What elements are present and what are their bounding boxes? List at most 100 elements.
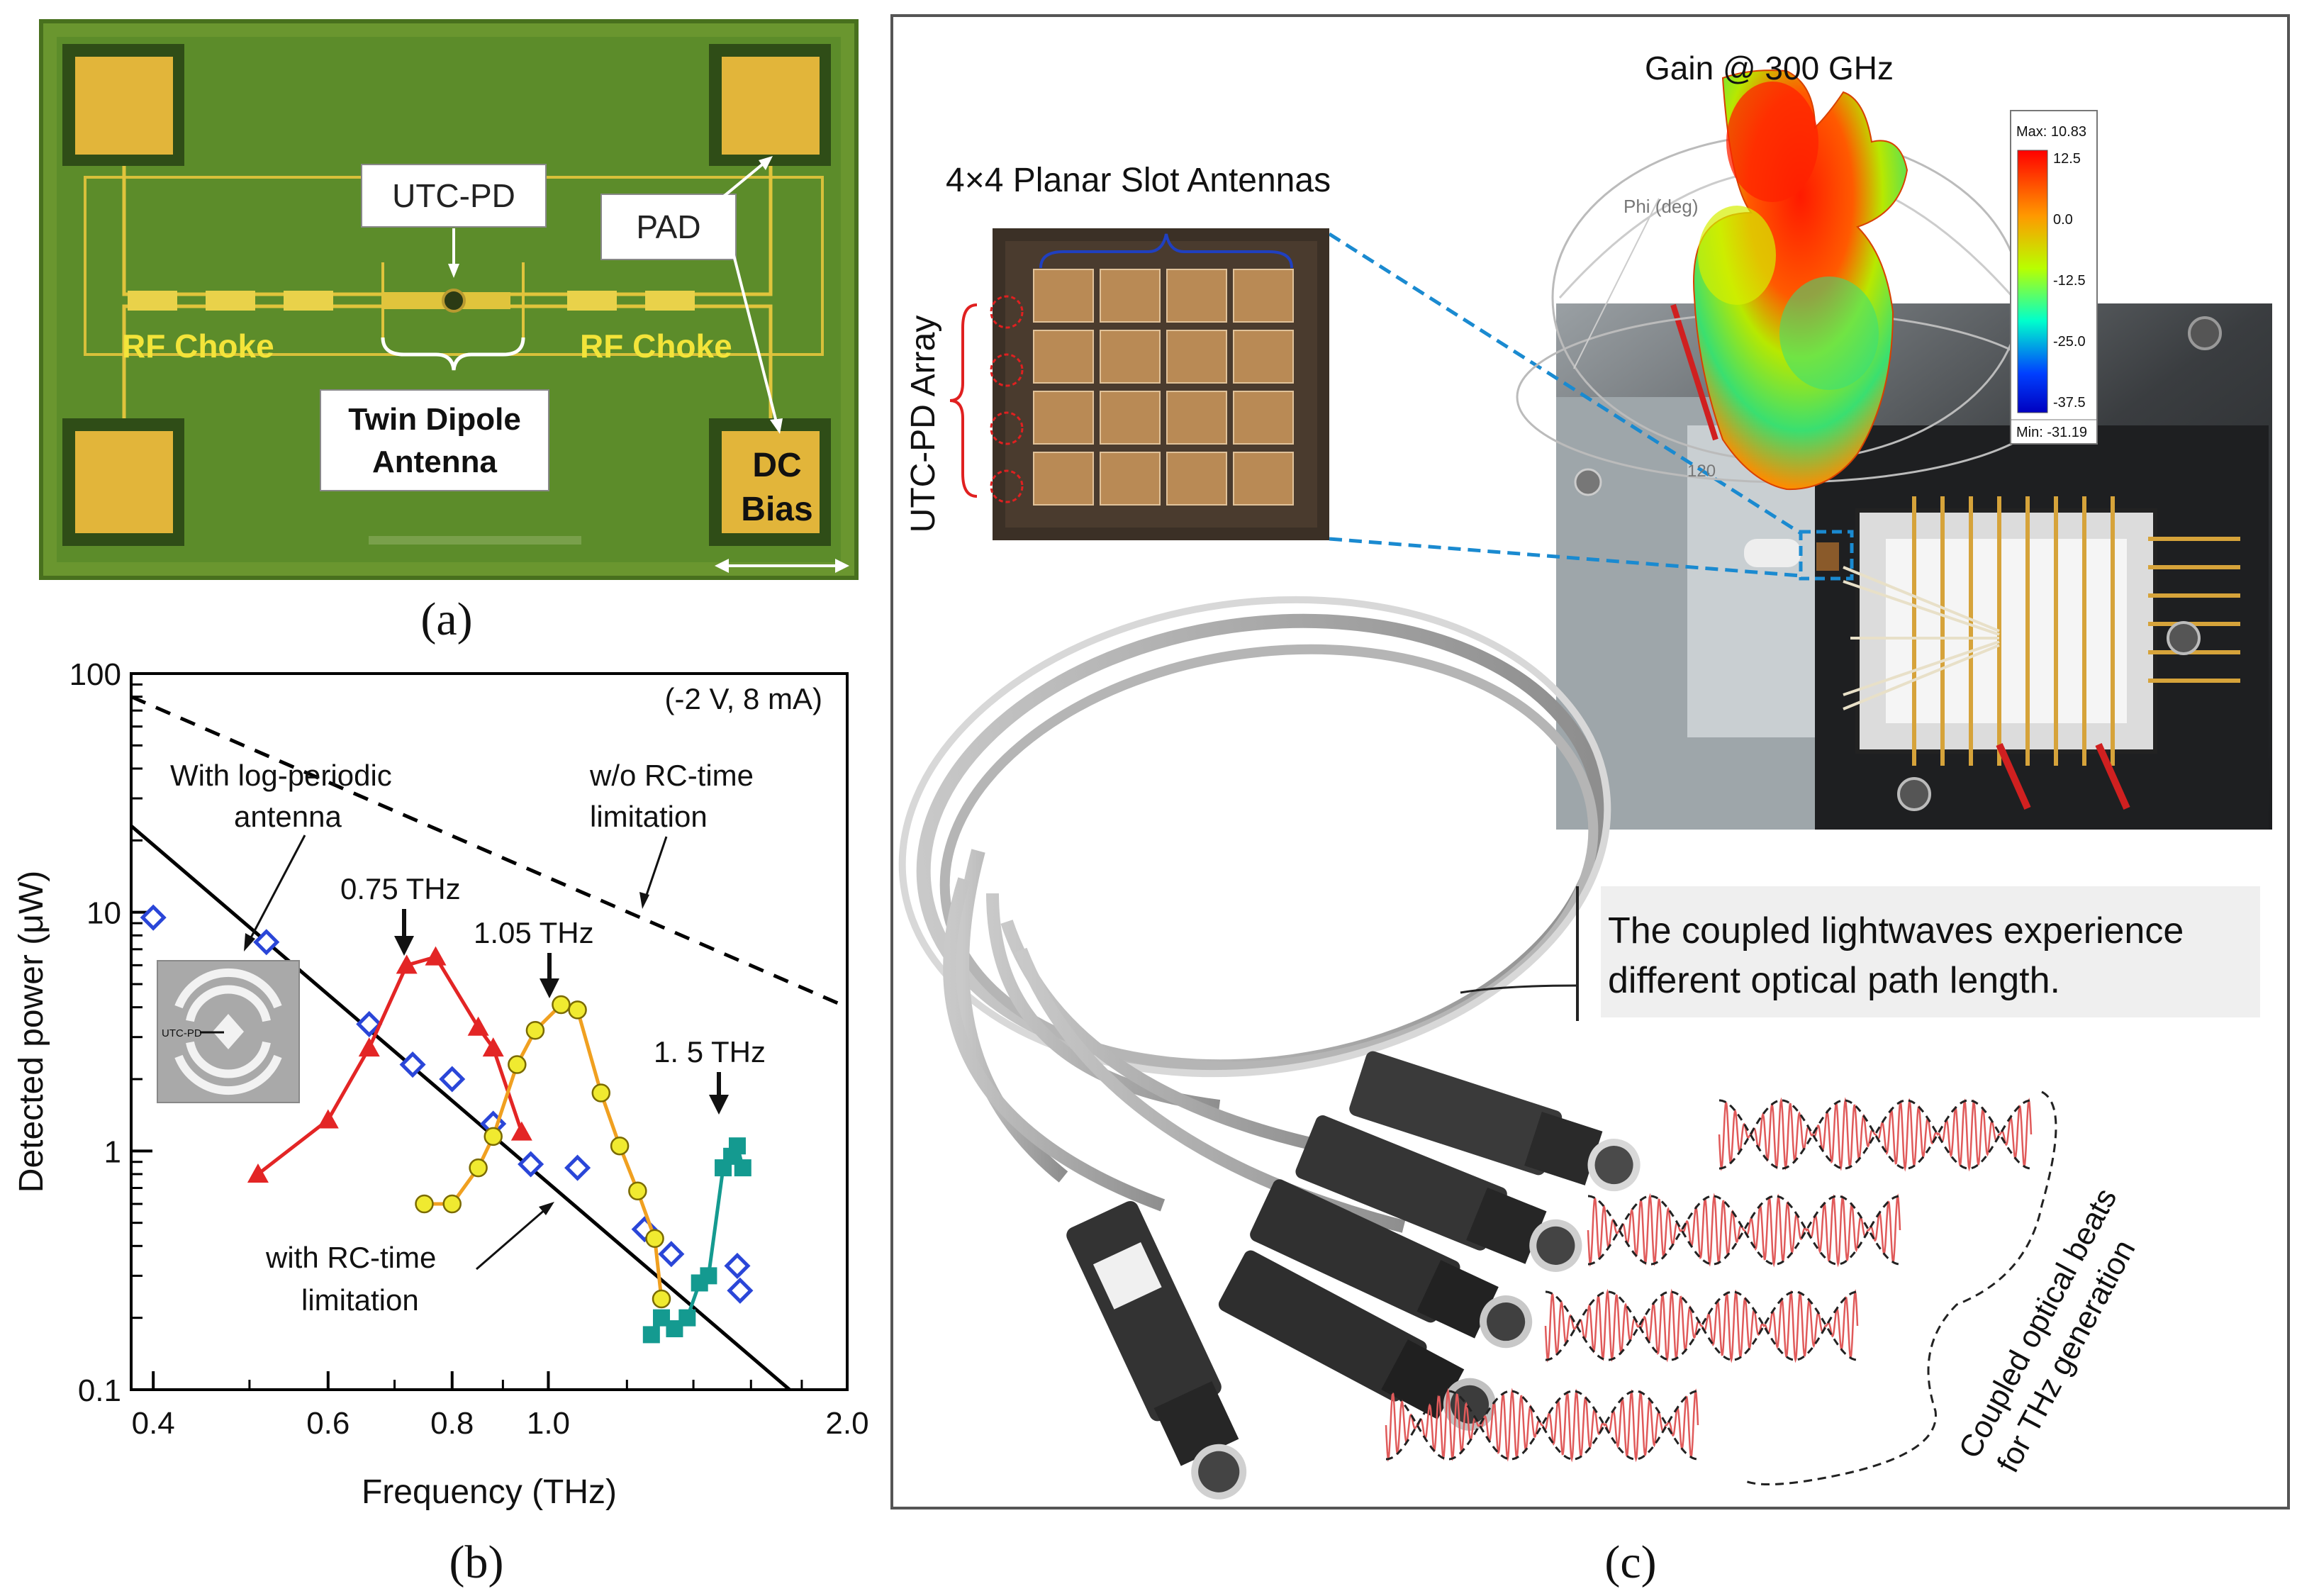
sc-fiber-connectors: [1066, 1051, 1641, 1500]
panel-b-label: (b): [449, 1536, 504, 1588]
data-point-circle: [508, 1055, 527, 1074]
y-tick-label: 100: [69, 657, 121, 692]
antenna-cell: [1233, 330, 1294, 384]
data-point-circle: [442, 1194, 462, 1214]
gain-radiation-pattern: Phi (deg) 10 120: [1516, 69, 2057, 491]
inset-utc-pd-label: UTC-PD: [162, 1027, 202, 1039]
bond-pad-top-right: [709, 44, 831, 166]
data-point-triangle: [425, 946, 447, 966]
label-rf-choke-right: RF Choke: [580, 328, 732, 364]
antenna-cell: [1033, 269, 1094, 323]
beat-carrier: [1718, 1097, 2033, 1172]
colorbar-tick-4: -25.0: [2053, 334, 2086, 350]
annot-0-75-thz: 0.75 THz: [340, 872, 461, 905]
optical-beat-waveforms: [1385, 1097, 2033, 1463]
x-tick-label: 0.6: [306, 1406, 350, 1441]
array-side-label: UTC-PD Array: [905, 316, 942, 533]
antenna-cell: [1233, 452, 1294, 506]
callout-antenna-line1: Twin Dipole: [348, 402, 521, 437]
data-point-circle: [628, 1181, 647, 1200]
gain-colorbar: Max: 10.83 12.5 0.0 -12.5 -25.0 -37.5 Mi…: [2010, 110, 2098, 445]
callout-box-utc-pd: [361, 164, 547, 228]
data-point-diamond: [399, 1051, 426, 1078]
colorbar-max: Max: 10.83: [2016, 124, 2086, 140]
data-point-triangle: [467, 1016, 489, 1036]
data-point-square: [728, 1137, 746, 1155]
annot-log-periodic-line2: antenna: [234, 800, 342, 833]
series-line: [130, 824, 791, 1391]
x-tick-label: 0.8: [430, 1406, 474, 1441]
antenna-cell: [1166, 452, 1227, 506]
data-point-diamond: [439, 1066, 466, 1093]
callout-utc-pd: UTC-PD: [392, 177, 515, 214]
y-tick-label: 1: [104, 1134, 121, 1169]
data-point-circle: [415, 1194, 434, 1214]
data-point-square: [678, 1309, 696, 1327]
gain-title: Gain @ 300 GHz: [1645, 50, 1894, 87]
data-point-diamond: [140, 904, 167, 931]
data-point-circle: [552, 995, 571, 1015]
rf-choke-structure: [128, 291, 695, 311]
data-point-triangle: [317, 1109, 339, 1129]
annot-wo-rc-line1: w/o RC-time: [589, 759, 754, 792]
antenna-cell: [1033, 452, 1094, 506]
panel-c-label: (c): [1604, 1536, 1656, 1588]
annot-with-rc-line2: limitation: [301, 1283, 419, 1317]
note-line2: different optical path length.: [1608, 960, 2060, 1001]
antenna-cell: [1166, 391, 1227, 445]
polar-phi-label: Phi (deg): [1623, 196, 1699, 217]
y-tick-label: 10: [86, 896, 121, 931]
test-bench-photo: [1556, 303, 2272, 830]
annot-1-05-thz: 1.05 THz: [474, 916, 594, 949]
antenna-cell: [1100, 391, 1161, 445]
chip-highlight-box: [1799, 530, 1854, 581]
slot-antenna-array-photo: [949, 228, 1329, 540]
callout-pad: PAD: [636, 208, 700, 245]
label-dc-line1: DC: [752, 447, 801, 484]
y-tick-label: 0.1: [78, 1373, 121, 1408]
bond-pad-bottom-left: [62, 418, 184, 546]
panel-c-photo: 4×4 Planar Slot Antennas UTC-PD Array Ph…: [890, 14, 2290, 1509]
data-point-circle: [525, 1021, 545, 1040]
beat-carrier: [1385, 1388, 1699, 1463]
utc-pd-device: [442, 289, 466, 313]
beat-carrier: [1544, 1288, 1859, 1363]
colorbar-tick-3: -12.5: [2053, 273, 2086, 289]
x-tick-label: 0.4: [132, 1406, 175, 1441]
colorbar-tick-5: -37.5: [2053, 395, 2086, 411]
data-point-square: [734, 1159, 751, 1177]
data-point-circle: [652, 1289, 671, 1309]
annot-log-periodic-line1: With log-periodic: [170, 759, 392, 792]
callout-antenna-line2: Antenna: [372, 445, 498, 479]
antenna-cell: [1166, 330, 1227, 384]
data-point-diamond: [658, 1241, 685, 1268]
data-point-circle: [484, 1127, 503, 1146]
colorbar-tick-1: 12.5: [2053, 151, 2081, 167]
colorbar-min: Min: -31.19: [2016, 425, 2087, 440]
label-dc-line2: Bias: [741, 491, 812, 528]
data-point-diamond: [356, 1010, 383, 1037]
panel-a-label: (a): [420, 593, 472, 645]
data-point-triangle: [482, 1037, 504, 1057]
callout-box-antenna: [320, 389, 549, 491]
note-line1: The coupled lightwaves experience: [1608, 910, 2184, 952]
data-point-diamond: [727, 1277, 754, 1304]
note-box: [1601, 886, 2260, 1017]
data-point-circle: [645, 1229, 664, 1248]
data-point-circle: [469, 1158, 488, 1178]
bond-pad-bottom-right: [709, 418, 831, 546]
data-point-square: [700, 1267, 717, 1285]
array-title: 4×4 Planar Slot Antennas: [946, 162, 1331, 199]
data-point-diamond: [518, 1151, 544, 1178]
x-tick-label: 2.0: [825, 1406, 868, 1441]
data-point-circle: [610, 1136, 630, 1156]
antenna-cell: [1100, 452, 1161, 506]
data-point-triangle: [247, 1163, 269, 1183]
beat-carrier: [1587, 1193, 1901, 1268]
data-point-triangle: [358, 1037, 380, 1057]
antenna-cell: [1033, 391, 1094, 445]
antenna-cell: [1166, 269, 1227, 323]
antenna-cell: [1233, 391, 1294, 445]
